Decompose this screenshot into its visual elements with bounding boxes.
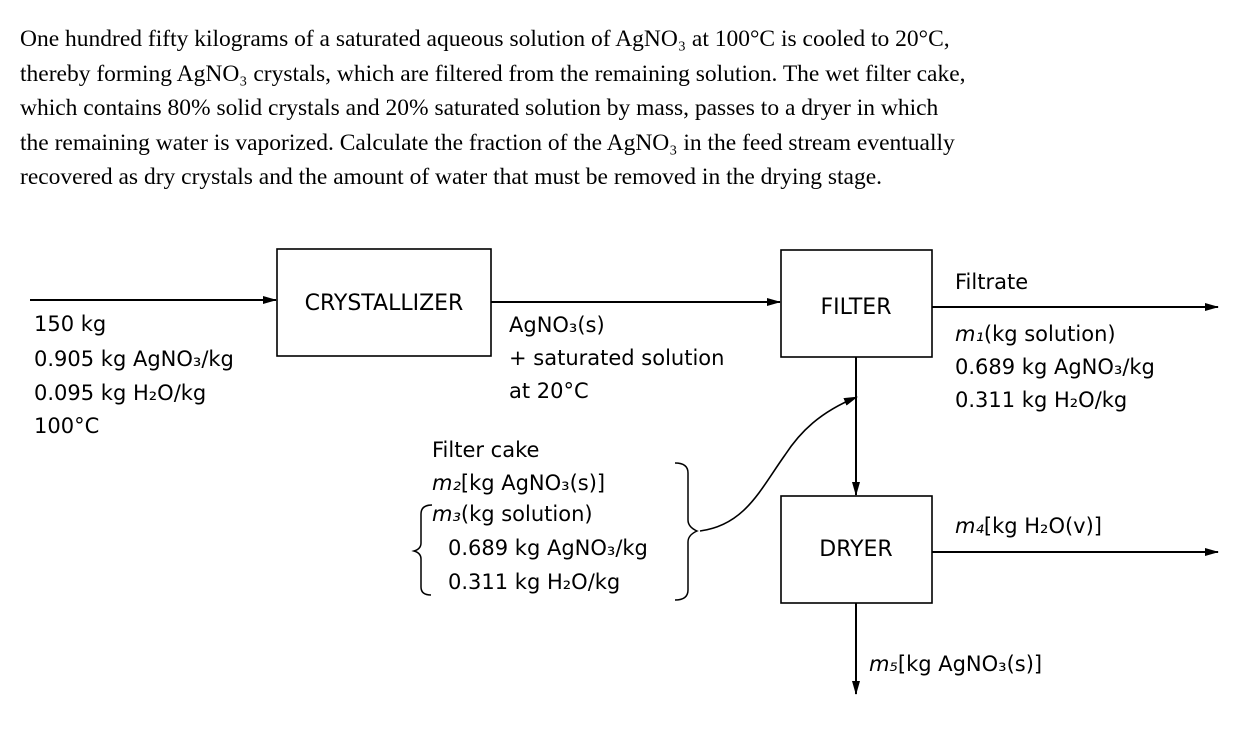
m5-unit: [kg AgNO₃(s)] xyxy=(898,652,1042,676)
right-brace xyxy=(674,462,699,601)
filter-cake-solution: m₃(kg solution) xyxy=(432,502,593,526)
vapor-label: m₄[kg H₂O(v)] xyxy=(955,514,1102,538)
filter-cake-pointer-arrow xyxy=(699,396,858,532)
m1-unit: (kg solution) xyxy=(984,322,1116,346)
m3-unit: (kg solution) xyxy=(461,502,593,526)
m2-symbol: m₂ xyxy=(432,471,461,495)
filter-cake-title: Filter cake xyxy=(432,438,539,462)
filter-cake-solids: m₂[kg AgNO₃(s)] xyxy=(432,471,605,495)
problem-line: One hundred fifty kilograms of a saturat… xyxy=(20,26,950,52)
filter-label: FILTER xyxy=(821,295,892,320)
m4-unit: [kg H₂O(v)] xyxy=(984,514,1102,538)
left-brace xyxy=(411,504,433,596)
crystallizer-out-line3: at 20°C xyxy=(509,379,589,403)
crystallizer-out-line1: AgNO₃(s) xyxy=(509,313,605,337)
filter-cake-agno3-fraction: 0.689 kg AgNO₃/kg xyxy=(448,536,648,560)
feed-agno3-fraction: 0.905 kg AgNO₃/kg xyxy=(34,347,234,371)
filtrate-title: Filtrate xyxy=(955,270,1028,294)
dryer-label: DRYER xyxy=(819,537,892,562)
m1-symbol: m₁ xyxy=(955,322,984,346)
problem-line: thereby forming AgNO₃ crystals, which ar… xyxy=(20,60,966,87)
m4-symbol: m₄ xyxy=(955,514,984,538)
filtrate-agno3-fraction: 0.689 kg AgNO₃/kg xyxy=(955,355,1155,379)
crystallizer-out-line2: + saturated solution xyxy=(509,346,724,370)
filtrate-mass: m₁(kg solution) xyxy=(955,322,1116,346)
problem-statement: One hundred fifty kilograms of a saturat… xyxy=(20,22,1225,195)
feed-mass: 150 kg xyxy=(34,312,106,336)
problem-line: recovered as dry crystals and the amount… xyxy=(20,164,883,190)
feed-h2o-fraction: 0.095 kg H₂O/kg xyxy=(34,381,206,405)
m5-symbol: m₅ xyxy=(869,652,898,676)
feed-temperature: 100°C xyxy=(34,414,99,438)
product-label: m₅[kg AgNO₃(s)] xyxy=(869,652,1042,676)
problem-line: which contains 80% solid crystals and 20… xyxy=(20,95,939,121)
filtrate-h2o-fraction: 0.311 kg H₂O/kg xyxy=(955,388,1127,412)
problem-line: the remaining water is vaporized. Calcul… xyxy=(20,129,955,156)
filter-cake-h2o-fraction: 0.311 kg H₂O/kg xyxy=(448,570,620,594)
m2-unit: [kg AgNO₃(s)] xyxy=(461,471,605,495)
crystallizer-label: CRYSTALLIZER xyxy=(305,291,464,316)
m3-symbol: m₃ xyxy=(432,502,461,526)
